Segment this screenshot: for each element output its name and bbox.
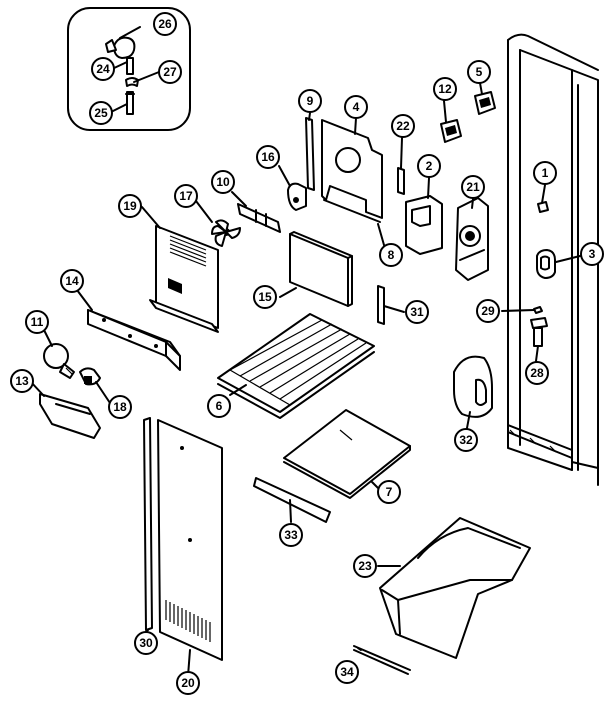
callout-1: 1 [533, 161, 557, 185]
pin-1 [537, 201, 549, 213]
svg-text:31: 31 [410, 305, 424, 319]
svg-text:19: 19 [123, 199, 137, 213]
panel-19 [149, 225, 219, 333]
ice-bin-23 [379, 517, 531, 659]
svg-text:24: 24 [96, 62, 110, 76]
svg-text:8: 8 [388, 248, 395, 262]
svg-text:13: 13 [15, 374, 29, 388]
svg-text:32: 32 [459, 433, 473, 447]
panel-20 [157, 419, 223, 661]
callout-6: 6 [207, 394, 231, 418]
socket-18 [79, 367, 101, 386]
svg-text:7: 7 [386, 485, 393, 499]
callout-28: 28 [525, 361, 549, 385]
svg-text:1: 1 [542, 166, 549, 180]
svg-text:11: 11 [31, 315, 44, 329]
svg-text:10: 10 [216, 175, 230, 189]
callout-5: 5 [467, 60, 491, 84]
cap-3 [536, 249, 556, 279]
switch-5 [474, 91, 496, 115]
svg-text:22: 22 [396, 119, 410, 133]
callout-17: 17 [174, 184, 198, 208]
callout-25: 25 [89, 101, 113, 125]
cover-32 [453, 355, 493, 418]
callout-3: 3 [580, 242, 604, 266]
callout-31: 31 [405, 300, 429, 324]
callout-13: 13 [10, 369, 34, 393]
rod-9 [305, 117, 315, 191]
callout-21: 21 [461, 175, 485, 199]
svg-text:25: 25 [94, 106, 108, 120]
switch-12 [440, 119, 462, 143]
svg-text:9: 9 [307, 94, 314, 108]
svg-text:23: 23 [358, 559, 372, 573]
svg-text:5: 5 [476, 65, 483, 79]
svg-text:28: 28 [530, 366, 544, 380]
bulb-11 [43, 343, 75, 379]
svg-text:33: 33 [284, 528, 298, 542]
housing-2 [405, 195, 443, 255]
callout-22: 22 [391, 114, 415, 138]
svg-text:21: 21 [466, 180, 480, 194]
svg-text:12: 12 [438, 82, 452, 96]
svg-text:15: 15 [258, 290, 272, 304]
bracket-14 [87, 309, 181, 371]
svg-text:16: 16 [261, 150, 275, 164]
callout-27: 27 [158, 60, 182, 84]
svg-text:27: 27 [163, 65, 177, 79]
fan-17 [211, 219, 241, 247]
callout-15: 15 [253, 285, 277, 309]
callout-4: 4 [344, 95, 368, 119]
callout-11: 11 [25, 310, 49, 334]
svg-text:34: 34 [340, 665, 354, 679]
callout-10: 10 [211, 170, 235, 194]
lens-cover-13 [39, 393, 101, 439]
part-16 [287, 182, 307, 211]
glass-shelf-7 [283, 409, 411, 499]
rail-30 [143, 417, 153, 631]
strip-31 [377, 285, 385, 325]
callout-30: 30 [134, 631, 158, 655]
callout-9: 9 [298, 89, 322, 113]
callout-23: 23 [353, 554, 377, 578]
callout-14: 14 [60, 269, 84, 293]
svg-text:17: 17 [179, 189, 193, 203]
callout-20: 20 [176, 671, 200, 695]
clip-22 [397, 167, 405, 195]
strip-34 [353, 645, 411, 675]
svg-text:26: 26 [158, 17, 172, 31]
svg-text:3: 3 [589, 247, 596, 261]
callout-2: 2 [417, 154, 441, 178]
cabinet-frame [507, 33, 599, 486]
strip-33 [253, 477, 331, 523]
bracket-4 [321, 119, 383, 223]
svg-text:18: 18 [113, 400, 127, 414]
callout-7: 7 [377, 480, 401, 504]
callout-34: 34 [335, 660, 359, 684]
callout-16: 16 [256, 145, 280, 169]
svg-text:4: 4 [353, 100, 360, 114]
svg-text:20: 20 [181, 676, 195, 690]
callout-33: 33 [279, 523, 303, 547]
callout-24: 24 [91, 57, 115, 81]
svg-text:29: 29 [481, 304, 495, 318]
plug-28 [530, 317, 548, 347]
svg-text:30: 30 [139, 636, 153, 650]
svg-text:14: 14 [65, 274, 79, 288]
bar-10 [237, 203, 281, 233]
svg-text:6: 6 [216, 399, 223, 413]
wire-shelf-6 [217, 313, 375, 419]
callout-8: 8 [379, 243, 403, 267]
screw-29 [533, 306, 543, 314]
callout-32: 32 [454, 428, 478, 452]
module-21 [455, 197, 489, 281]
callout-29: 29 [476, 299, 500, 323]
callout-18: 18 [108, 395, 132, 419]
svg-text:2: 2 [426, 159, 433, 173]
callout-12: 12 [433, 77, 457, 101]
plate-15 [289, 231, 353, 307]
callout-19: 19 [118, 194, 142, 218]
callout-26: 26 [153, 12, 177, 36]
